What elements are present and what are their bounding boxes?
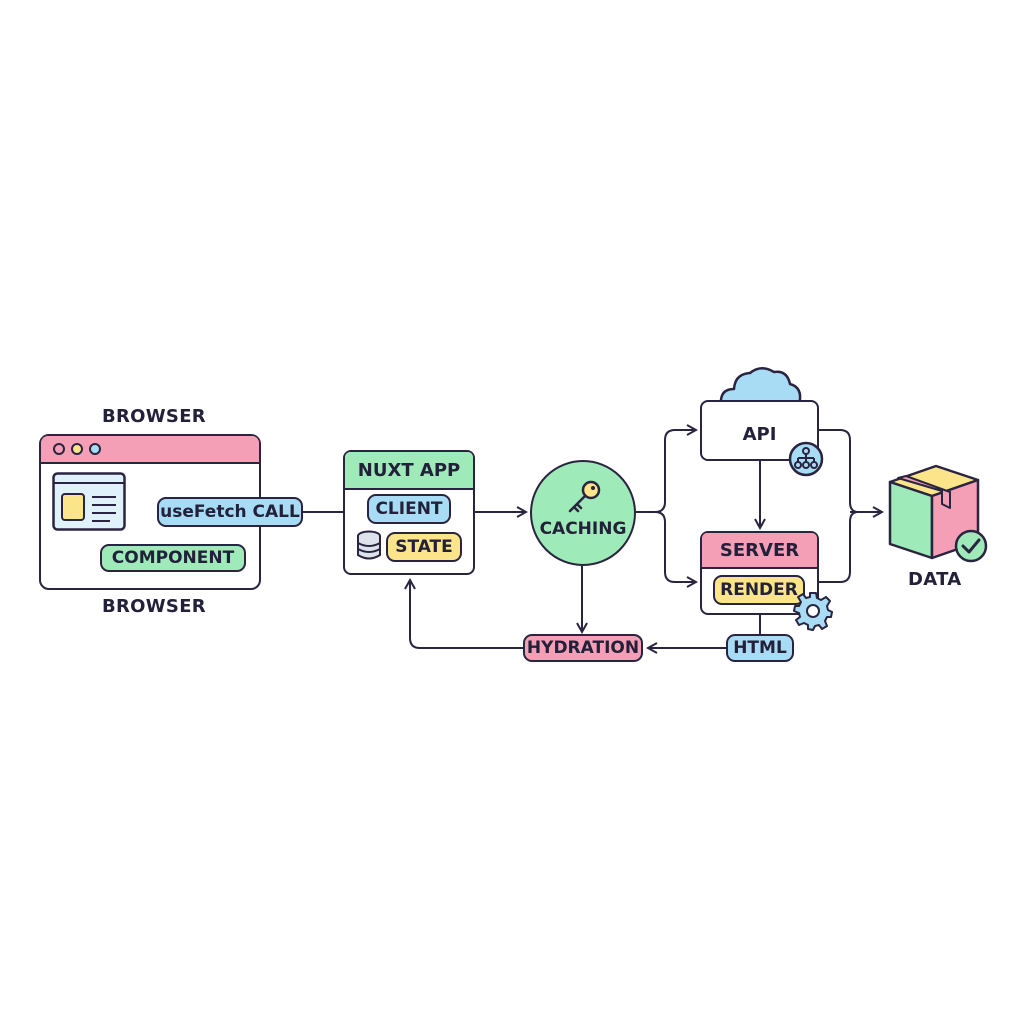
server-to-data-line <box>819 511 859 583</box>
state-pill[interactable]: STATE <box>386 532 462 562</box>
usefetch-call-pill[interactable]: useFetch CALL <box>157 497 303 527</box>
data-label: DATA <box>908 569 962 590</box>
api-label: API <box>742 424 777 445</box>
database-icon <box>357 530 381 560</box>
caching-to-server-arrow <box>654 511 696 582</box>
checkmark-icon <box>954 529 988 563</box>
render-pill[interactable]: RENDER <box>713 575 805 605</box>
caching-label: CACHING <box>539 519 627 539</box>
browser-bottom-label: BROWSER <box>102 596 206 617</box>
webpage-icon <box>52 472 126 531</box>
key-icon <box>568 480 601 513</box>
gear-icon <box>793 592 833 631</box>
caching-node[interactable]: CACHING <box>530 460 636 566</box>
hydration-to-nuxt-arrow <box>410 580 523 649</box>
client-pill[interactable]: CLIENT <box>367 494 451 524</box>
server-title: SERVER <box>702 533 817 569</box>
window-dots-icon <box>53 443 101 455</box>
caching-to-api-arrow <box>636 430 696 513</box>
hydration-pill[interactable]: HYDRATION <box>523 634 643 662</box>
html-pill[interactable]: HTML <box>726 634 794 662</box>
api-to-data-line <box>819 429 859 513</box>
browser-top-label: BROWSER <box>102 406 206 427</box>
component-pill[interactable]: COMPONENT <box>100 544 246 572</box>
nuxt-app-title: NUXT APP <box>345 452 473 490</box>
browser-titlebar <box>41 436 259 464</box>
network-icon <box>788 441 824 477</box>
